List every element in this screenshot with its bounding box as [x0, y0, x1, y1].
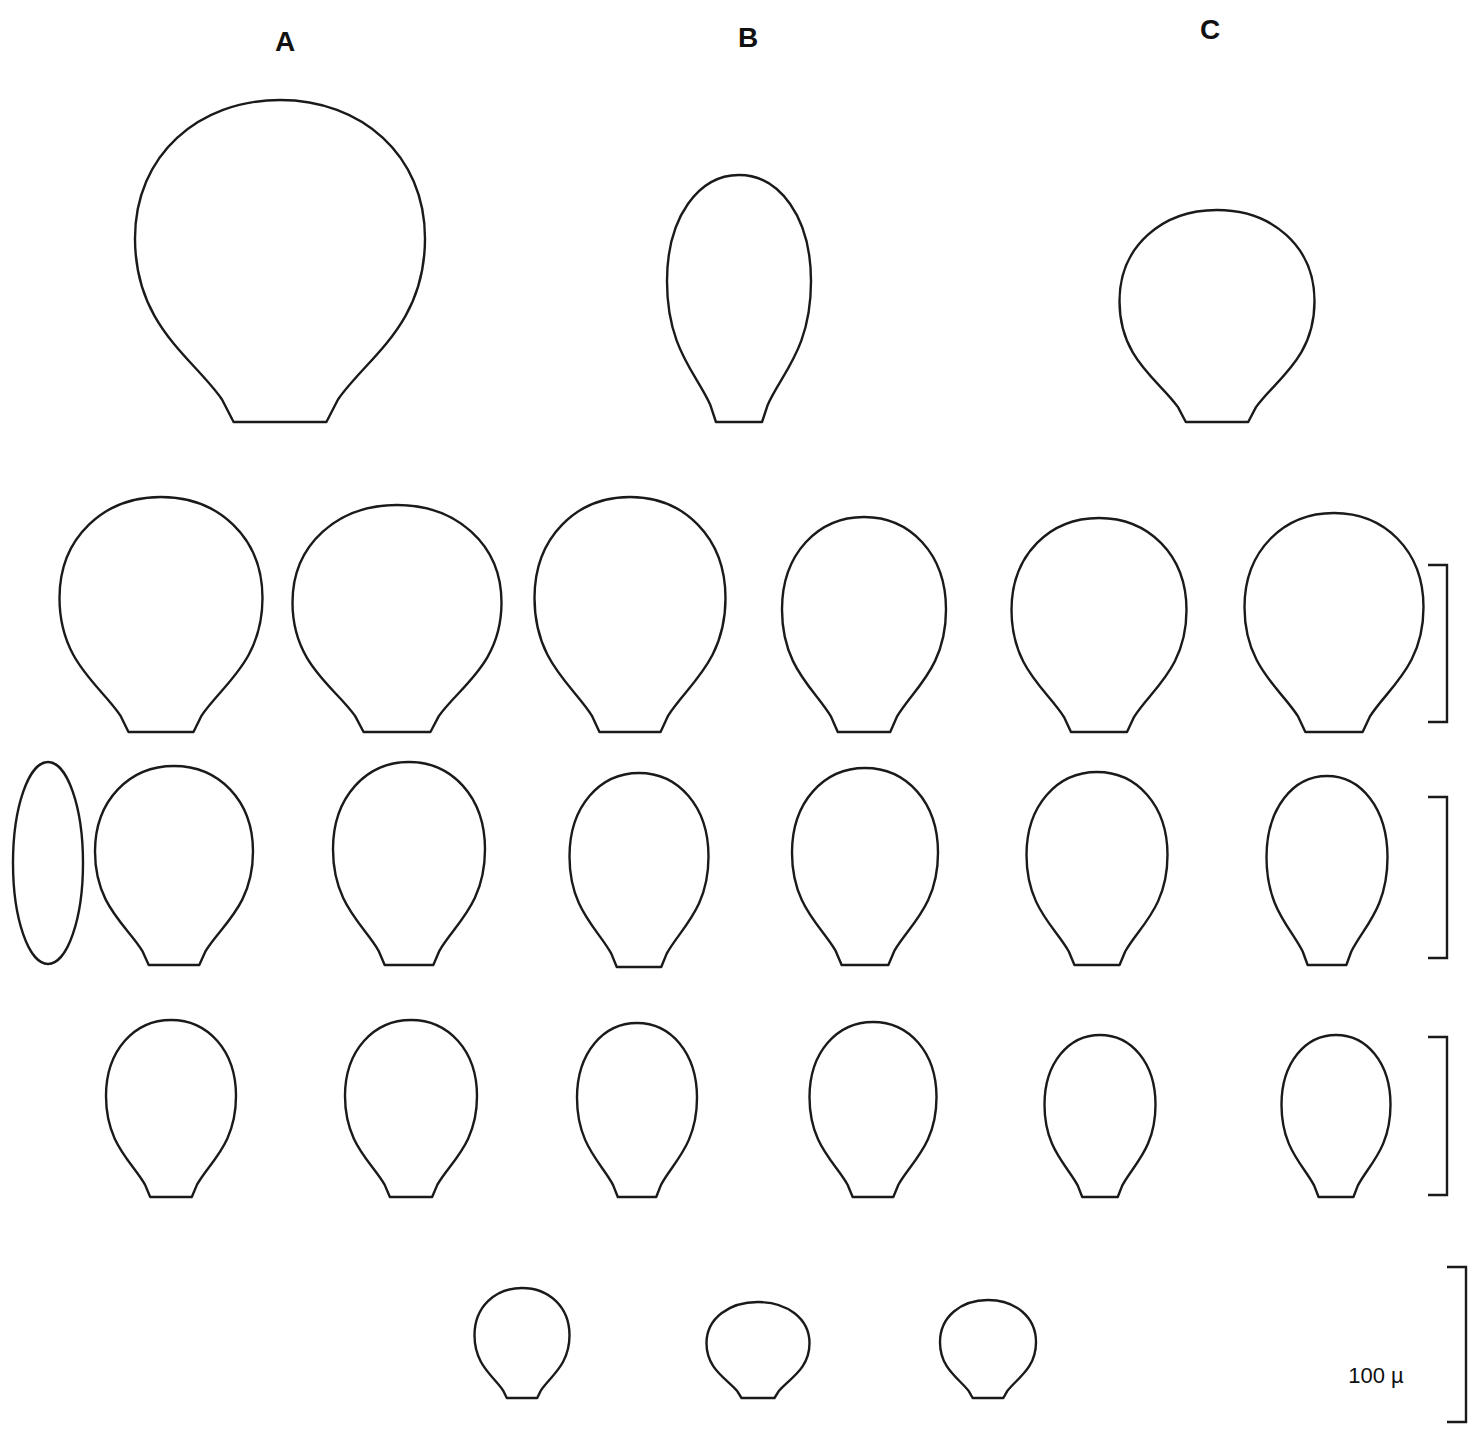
row-brackets [1428, 565, 1466, 1422]
scale-bar [1447, 1267, 1466, 1422]
scale-label: 100 µ [1348, 1365, 1404, 1387]
column-letter: C [1200, 16, 1220, 44]
outline-row-5 [475, 1288, 1037, 1398]
column-letter: B [738, 24, 758, 52]
outline-row-4 [106, 1020, 1391, 1197]
column-letter: A [275, 28, 295, 56]
outline-row-1 [135, 100, 1315, 422]
outline-row-3 [13, 762, 1388, 967]
outline-row-2 [60, 497, 1424, 732]
